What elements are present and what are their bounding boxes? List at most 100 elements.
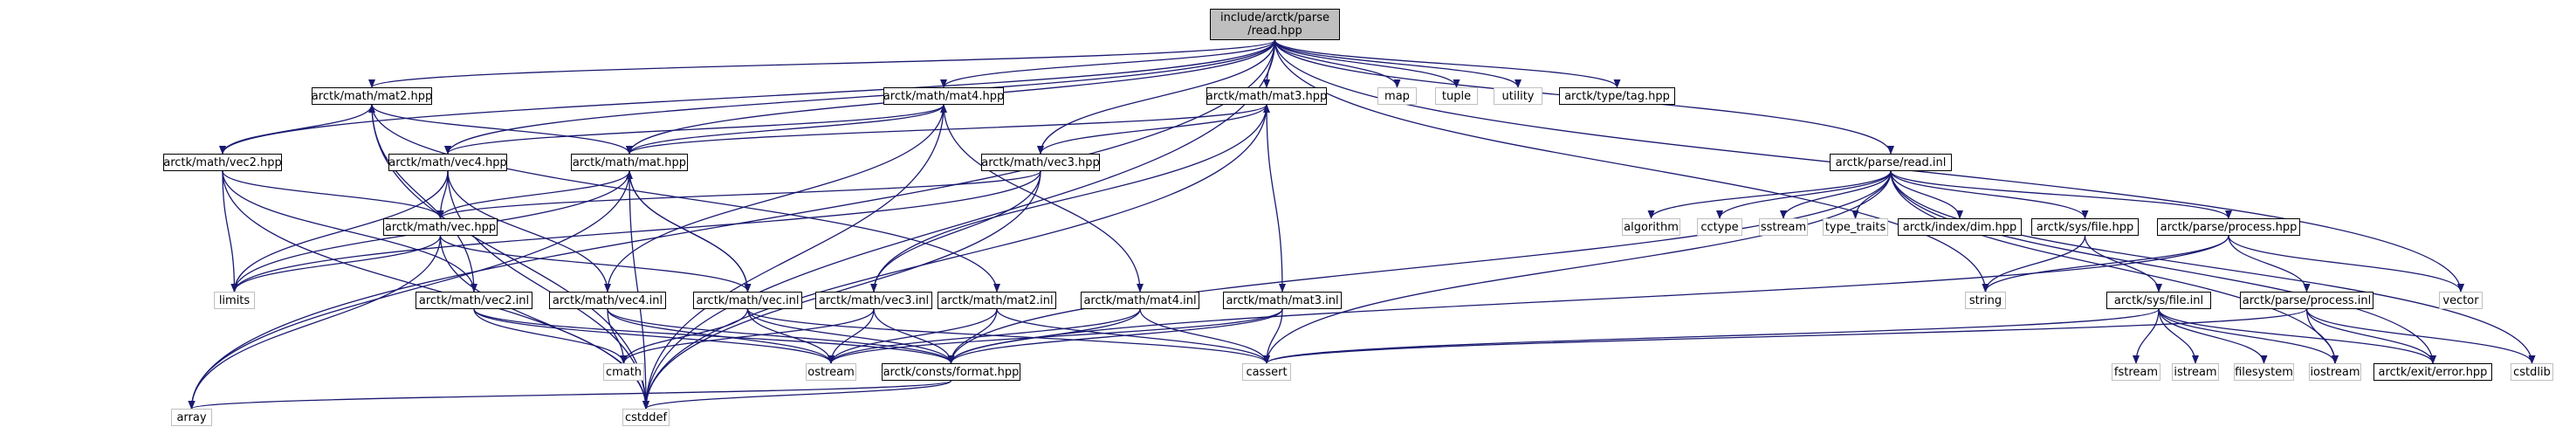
edge-mat4_hpp-to-vec4_hpp xyxy=(444,104,945,155)
edge-vec4_inl-to-ostream xyxy=(607,308,835,364)
edge-vec2_hpp-to-vec_hpp xyxy=(222,170,444,219)
edge-mat_hpp-to-cstddef xyxy=(629,170,649,410)
edge-read_inl-to-cstdlib xyxy=(1890,170,2536,364)
edge-vec2_inl-to-format_hpp xyxy=(473,308,955,364)
edge-vec_hpp-to-cstddef xyxy=(439,235,649,410)
node-process-inl[interactable]: arctk/parse/process.inl xyxy=(2240,292,2373,309)
edge-read_inl-to-sstream xyxy=(1780,170,1892,219)
node-vec-inl[interactable]: arctk/math/vec.inl xyxy=(693,292,802,309)
node-label: arctk/parse/read.inl xyxy=(1835,155,1947,169)
node-label: arctk/math/vec3.hpp xyxy=(981,155,1100,169)
node-ostream: ostream xyxy=(806,363,856,381)
edge-read_hpp-to-tuple xyxy=(1274,39,1460,88)
node-label: vector xyxy=(2442,293,2479,307)
node-vec2-hpp[interactable]: arctk/math/vec2.hpp xyxy=(163,154,282,171)
edge-mat4_inl-to-ostream xyxy=(828,308,1141,364)
node-label: utility xyxy=(1501,89,1535,103)
node-label: arctk/parse/process.inl xyxy=(2242,293,2372,307)
node-label: map xyxy=(1384,89,1410,103)
edge-read_inl-to-algorithm xyxy=(1647,170,1892,219)
edge-file_inl-to-iostream xyxy=(2158,308,2339,364)
edge-read_inl-to-error_hpp xyxy=(1890,170,2436,364)
edge-file_hpp-to-file_inl xyxy=(2084,235,2162,293)
node-tuple: tuple xyxy=(1435,87,1478,105)
node-label-line: /read.hpp xyxy=(1247,24,1302,38)
node-vector: vector xyxy=(2439,292,2483,309)
edge-process_hpp-to-vector xyxy=(2228,235,2464,293)
node-label: arctk/math/vec.inl xyxy=(696,293,800,307)
edge-read_inl-to-file_hpp xyxy=(1890,170,2089,219)
node-vec4-inl[interactable]: arctk/math/vec4.inl xyxy=(549,292,666,309)
edge-mat2_hpp-to-mat_hpp xyxy=(371,104,633,155)
edge-mat4_inl-to-cassert xyxy=(1139,308,1270,364)
node-label: istream xyxy=(2174,365,2217,379)
node-read-inl[interactable]: arctk/parse/read.inl xyxy=(1830,154,1952,171)
node-map: map xyxy=(1377,87,1417,105)
edge-mat3_hpp-to-cstddef xyxy=(642,104,1267,410)
node-label: cmath xyxy=(605,365,642,379)
edge-vec_inl-to-format_hpp xyxy=(746,308,955,364)
node-mat2-inl[interactable]: arctk/math/mat2.inl xyxy=(938,292,1056,309)
node-cstdlib: cstdlib xyxy=(2511,363,2553,381)
node-label: arctk/exit/error.hpp xyxy=(2378,365,2488,379)
edge-vec_hpp-to-array xyxy=(188,235,442,410)
node-mat4-hpp[interactable]: arctk/math/mat4.hpp xyxy=(883,87,1004,105)
edge-read_hpp-to-vec4_hpp xyxy=(444,39,1276,155)
node-mat-hpp[interactable]: arctk/math/mat.hpp xyxy=(571,154,688,171)
node-label: arctk/math/vec4.hpp xyxy=(388,155,507,169)
edge-vec3_inl-to-mat3_hpp xyxy=(873,104,1270,293)
node-cctype: cctype xyxy=(1697,218,1742,236)
node-mat2-hpp[interactable]: arctk/math/mat2.hpp xyxy=(312,87,432,105)
node-label: string xyxy=(1968,293,2002,307)
node-label: arctk/type/tag.hpp xyxy=(1564,89,1670,103)
node-dim-hpp[interactable]: arctk/index/dim.hpp xyxy=(1898,218,2022,236)
edge-vec_hpp-to-vec_inl xyxy=(439,235,752,293)
node-label: cstddef xyxy=(624,410,668,424)
edge-vec_inl-to-cassert xyxy=(746,308,1270,364)
edge-vec3_inl-to-cmath xyxy=(620,308,875,364)
edge-read_hpp-to-tag_hpp xyxy=(1274,39,1621,88)
edge-mat3_hpp-to-vec3_hpp xyxy=(1037,104,1267,155)
node-vec4-hpp[interactable]: arctk/math/vec4.hpp xyxy=(388,154,507,171)
edge-file_inl-to-cassert xyxy=(1263,308,2160,364)
node-file-inl[interactable]: arctk/sys/file.inl xyxy=(2106,292,2211,309)
edge-mat_hpp-to-vec_hpp xyxy=(436,170,630,219)
node-label: limits xyxy=(218,293,251,307)
node-label: tuple xyxy=(1441,89,1472,103)
node-error-hpp[interactable]: arctk/exit/error.hpp xyxy=(2373,363,2492,381)
node-read-hpp[interactable]: include/arctk/parse/read.hpp xyxy=(1210,9,1340,40)
edge-file_inl-to-fstream xyxy=(2133,308,2160,364)
edge-file_inl-to-filesystem xyxy=(2158,308,2268,364)
edge-format_hpp-to-cstddef xyxy=(642,380,952,410)
node-label: arctk/math/mat4.hpp xyxy=(883,89,1005,103)
node-label: sstream xyxy=(1760,220,1807,234)
node-sstream: sstream xyxy=(1759,218,1808,236)
node-iostream: iostream xyxy=(2309,363,2361,381)
node-label: arctk/math/vec2.inl xyxy=(418,293,530,307)
node-mat3-inl[interactable]: arctk/math/mat3.inl xyxy=(1223,292,1342,309)
edge-vec4_hpp-to-limits xyxy=(230,170,449,293)
edge-mat4_hpp-to-mat4_inl xyxy=(943,104,1144,293)
node-mat3-hpp[interactable]: arctk/math/mat3.hpp xyxy=(1206,87,1327,105)
node-label: arctk/sys/file.inl xyxy=(2113,293,2204,307)
node-mat4-inl[interactable]: arctk/math/mat4.inl xyxy=(1081,292,1199,309)
node-string: string xyxy=(1965,292,2006,309)
node-label: arctk/math/mat3.inl xyxy=(1226,293,1339,307)
node-vec3-hpp[interactable]: arctk/math/vec3.hpp xyxy=(981,154,1100,171)
node-vec2-inl[interactable]: arctk/math/vec2.inl xyxy=(416,292,532,309)
node-process-hpp[interactable]: arctk/parse/process.hpp xyxy=(2157,218,2300,236)
node-label: arctk/math/vec.hpp xyxy=(384,220,497,234)
node-utility: utility xyxy=(1494,87,1542,105)
node-format-hpp[interactable]: arctk/consts/format.hpp xyxy=(882,363,1020,381)
edge-mat3_hpp-to-mat3_inl xyxy=(1266,104,1286,293)
edge-vec_inl-to-ostream xyxy=(746,308,835,364)
edge-vec2_inl-to-mat2_hpp xyxy=(368,104,475,293)
edge-vec2_hpp-to-limits xyxy=(222,170,238,293)
node-fstream: fstream xyxy=(2112,363,2160,381)
node-tag-hpp[interactable]: arctk/type/tag.hpp xyxy=(1559,87,1675,105)
node-file-hpp[interactable]: arctk/sys/file.hpp xyxy=(2031,218,2139,236)
node-label: arctk/index/dim.hpp xyxy=(1902,220,2017,234)
node-vec-hpp[interactable]: arctk/math/vec.hpp xyxy=(383,218,498,236)
node-vec3-inl[interactable]: arctk/math/vec3.inl xyxy=(815,292,932,309)
